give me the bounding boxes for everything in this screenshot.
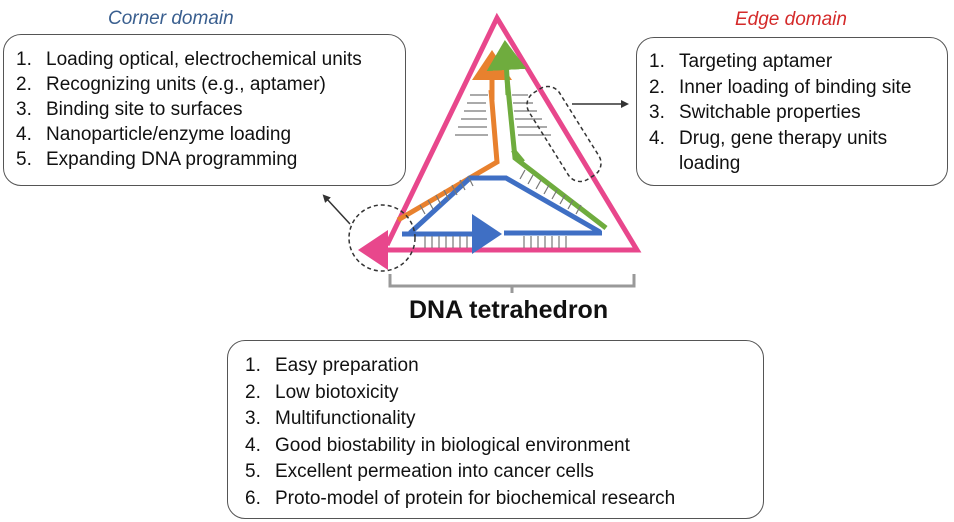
item-number: 2.: [649, 76, 665, 98]
item-number: 1.: [245, 355, 261, 376]
item-text: Easy preparation: [275, 355, 419, 376]
list-item: 2. Recognizing units (e.g., aptamer): [16, 72, 405, 97]
item-number: 1.: [16, 49, 32, 70]
list-item: 2. Inner loading of binding site: [649, 75, 947, 101]
item-text: Inner loading of binding site: [679, 76, 912, 98]
list-item: loading: [649, 151, 947, 177]
edge-domain-title: Edge domain: [735, 9, 847, 30]
tetrahedron-properties-list: 1. Easy preparation 2. Low biotoxicity 3. M…: [245, 353, 763, 512]
list-item: 1. Targeting aptamer: [649, 49, 947, 75]
edge-domain-list: 1. Targeting aptamer 2. Inner loading of b…: [649, 49, 947, 177]
item-number: 3.: [649, 102, 665, 123]
item-number: 4.: [16, 124, 32, 145]
list-item: 3. Multifunctionality: [245, 406, 763, 433]
green-strand-arrow: [486, 40, 527, 96]
tetrahedron-title: DNA tetrahedron: [409, 296, 609, 324]
list-item: 5. Expanding DNA programming: [16, 147, 405, 172]
item-text: Low biotoxicity: [275, 381, 399, 403]
item-number: 3.: [16, 99, 32, 120]
item-text: Loading optical, electrochemical units: [46, 49, 362, 70]
corner-domain-title: Corner domain: [108, 8, 234, 29]
list-item: 1. Loading optical, electrochemical units: [16, 47, 405, 72]
list-item: 4. Drug, gene therapy units: [649, 126, 947, 152]
item-text: loading: [679, 153, 741, 174]
item-text: Binding site to surfaces: [46, 99, 243, 120]
item-text: Good biostability in biological environm…: [275, 434, 630, 456]
item-text: Nanoparticle/enzyme loading: [46, 124, 292, 145]
orange-strand: [396, 89, 500, 223]
list-item: 6. Proto-model of protein for biochemical…: [245, 486, 763, 513]
item-text: Drug, gene therapy units: [679, 127, 888, 149]
corner-domain-list: 1. Loading optical, electrochemical units…: [16, 47, 405, 172]
item-number: 4.: [649, 127, 665, 149]
list-item: 2. Low biotoxicity: [245, 380, 763, 407]
item-number: 3.: [245, 408, 261, 429]
item-text: Expanding DNA programming: [46, 149, 298, 170]
item-number: 5.: [16, 149, 32, 170]
green-strand-edge: [511, 148, 525, 164]
list-item: 3. Binding site to surfaces: [16, 97, 405, 122]
item-text: Multifunctionality: [275, 408, 416, 429]
green-strand: [504, 77, 608, 230]
list-item: 3. Switchable properties: [649, 100, 947, 126]
edge-highlight-rect: [526, 85, 602, 183]
item-number: 5.: [245, 461, 261, 482]
tetrahedron-properties-box: 1. Easy preparation 2. Low biotoxicity 3. M…: [227, 340, 764, 519]
corner-pointer-arrow: [322, 194, 351, 225]
corner-domain-box: 1. Loading optical, electrochemical units…: [3, 34, 406, 186]
corner-highlight-circle: [348, 204, 416, 272]
item-text: Targeting aptamer: [679, 51, 833, 72]
item-number: 2.: [245, 381, 261, 403]
item-number: 1.: [649, 51, 665, 72]
base-pair-ticks: [419, 94, 582, 248]
item-number: 4.: [245, 434, 261, 456]
list-item: 4. Good biostability in biological enviro…: [245, 433, 763, 460]
pink-strand: [384, 12, 642, 253]
tetrahedron-bracket: [388, 274, 636, 293]
item-text: Excellent permeation into cancer cells: [275, 461, 594, 482]
blue-strand: [408, 175, 602, 235]
item-text: Switchable properties: [679, 102, 861, 123]
item-text: Recognizing units (e.g., aptamer): [46, 74, 326, 95]
item-number: 2.: [16, 74, 32, 95]
item-number: [649, 151, 679, 177]
list-item: 5. Excellent permeation into cancer cells: [245, 459, 763, 486]
list-item: 1. Easy preparation: [245, 353, 763, 380]
item-text: Proto-model of protein for biochemical r…: [275, 487, 676, 509]
item-number: 6.: [245, 487, 261, 509]
list-item: 4. Nanoparticle/enzyme loading: [16, 122, 405, 147]
edge-domain-box: 1. Targeting aptamer 2. Inner loading of b…: [636, 37, 948, 186]
